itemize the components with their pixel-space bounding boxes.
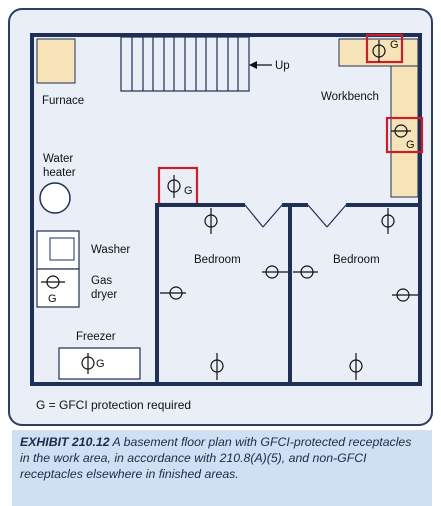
bedroom-walls xyxy=(155,203,420,384)
svg-text:G: G xyxy=(406,139,415,151)
water-heater-label-2: heater xyxy=(43,167,76,179)
floor-plan-panel: Furnace Up Workbench G xyxy=(8,8,433,426)
receptacle-bedroom-right-top xyxy=(381,208,395,234)
washer-label: Washer xyxy=(91,244,130,256)
gfci-receptacle-workbench-top: G xyxy=(365,33,404,64)
bedroom-right-label: Bedroom xyxy=(333,254,380,266)
receptacle-bedroom-left-top xyxy=(204,208,218,234)
gas-dryer-label-1: Gas xyxy=(91,275,112,287)
exhibit-caption: EXHIBIT 210.12 A basement floor plan wit… xyxy=(12,430,432,506)
bedroom-door-right xyxy=(307,204,347,228)
furnace-unit xyxy=(36,38,76,84)
gfci-legend: G = GFCI protection required xyxy=(36,398,192,412)
workbench-label: Workbench xyxy=(321,91,379,103)
dryer-unit: G xyxy=(36,268,80,308)
receptacle-bedroom-right-bottom xyxy=(349,353,363,380)
outer-walls xyxy=(30,33,422,386)
receptacle-shared-wall-left xyxy=(262,265,288,279)
svg-text:G: G xyxy=(96,358,105,370)
exhibit-number: EXHIBIT 210.12 xyxy=(20,435,110,449)
water-heater-unit xyxy=(39,182,71,214)
gfci-receptacle-center: G xyxy=(157,166,199,206)
freezer-unit: G xyxy=(58,347,141,380)
receptacle-bedroom-left-west xyxy=(160,286,186,300)
up-label: Up xyxy=(275,60,290,72)
bedroom-door-left xyxy=(244,204,283,228)
receptacle-bedroom-right-east xyxy=(392,288,418,302)
exhibit-caption-text: A basement floor plan with GFCI-protecte… xyxy=(20,435,412,481)
staircase xyxy=(120,36,250,92)
receptacle-shared-wall-right xyxy=(293,265,318,279)
up-arrow-icon xyxy=(249,61,272,69)
furnace-label: Furnace xyxy=(42,95,84,107)
floor-plan-diagram: Furnace Up Workbench G xyxy=(30,33,424,386)
water-heater-label-1: Water xyxy=(43,153,73,165)
gfci-receptacle-workbench-side: G xyxy=(385,116,424,154)
svg-text:G: G xyxy=(48,293,57,305)
svg-text:G: G xyxy=(390,39,399,51)
gas-dryer-label-2: dryer xyxy=(91,289,117,301)
svg-text:G: G xyxy=(184,185,193,197)
freezer-label: Freezer xyxy=(76,331,116,343)
receptacle-bedroom-left-bottom xyxy=(210,353,224,380)
washer-unit xyxy=(36,230,80,270)
bedroom-left-label: Bedroom xyxy=(194,254,241,266)
